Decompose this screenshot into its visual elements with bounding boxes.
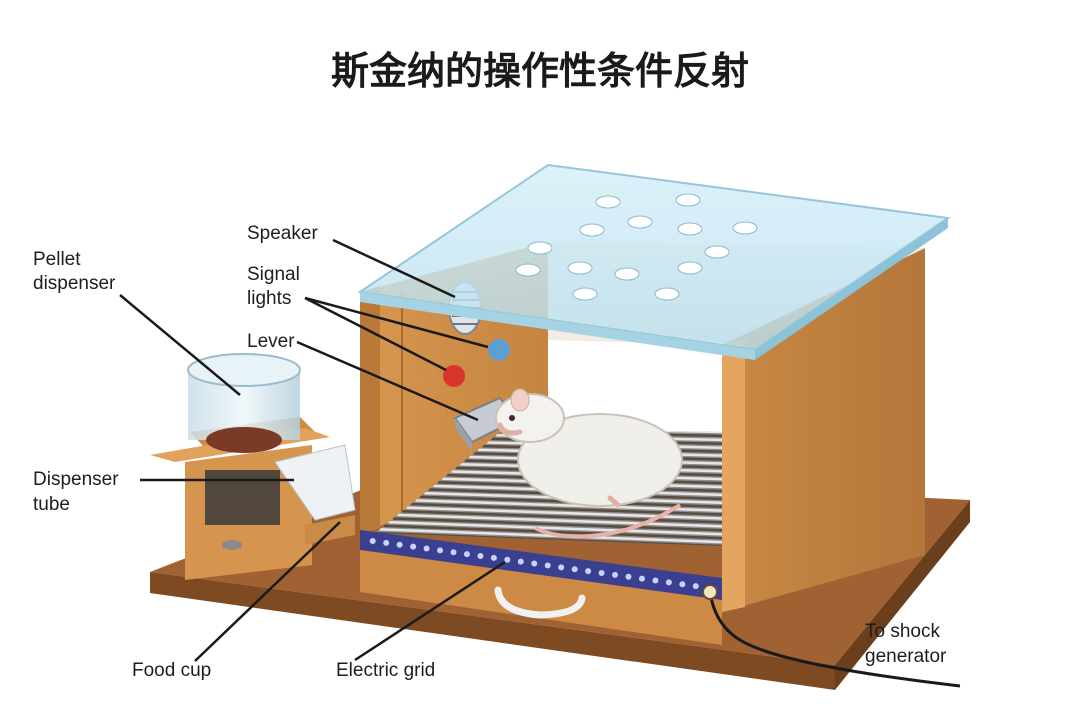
cable-connector	[702, 584, 718, 600]
lid-hole	[677, 222, 703, 236]
lid-hole	[704, 245, 730, 259]
grid-bar	[392, 517, 722, 532]
rail-stud	[692, 583, 699, 590]
grid-bar	[388, 520, 722, 536]
grid-bar	[406, 506, 722, 520]
rail-stud	[437, 547, 444, 554]
leader-lines	[119, 238, 506, 662]
rail-stud	[490, 554, 497, 561]
rail-stud	[638, 575, 645, 582]
label-lever: Lever	[247, 331, 295, 352]
rail-stud	[665, 579, 672, 586]
rail-stud	[423, 545, 430, 552]
lid-hole	[614, 267, 640, 281]
label-speaker: Speaker	[247, 223, 318, 244]
signal-light-blue	[488, 339, 510, 361]
rail-stud	[571, 566, 578, 573]
grid-bar	[379, 528, 722, 544]
rail-stud	[585, 568, 592, 575]
grid-rail	[360, 530, 722, 600]
grid-bar	[401, 510, 722, 524]
drawer	[360, 550, 722, 645]
rail-stud	[369, 537, 376, 544]
signal-light-red	[443, 365, 465, 387]
lid-hole	[579, 223, 605, 237]
label-electric-grid: Electric grid	[336, 660, 436, 681]
rail-stud	[598, 569, 605, 576]
lid-hole	[677, 261, 703, 275]
rail-stud	[517, 558, 524, 565]
rat	[495, 388, 683, 539]
label-food-cup: Food cup	[132, 660, 212, 681]
rail-stud	[679, 581, 686, 588]
rail-stud	[383, 539, 390, 546]
rail-stud	[612, 571, 619, 578]
label-dispenser-tube-line1: Dispenser	[33, 469, 119, 490]
rail-stud	[504, 556, 511, 563]
lid-hole	[675, 193, 701, 207]
rail-stud	[450, 549, 457, 556]
rail-stud	[477, 553, 484, 560]
rail-stud	[558, 564, 565, 571]
rail-stud	[544, 562, 551, 569]
lid-hole	[732, 221, 758, 235]
grid-bar	[383, 524, 722, 540]
lid-hole	[527, 241, 553, 255]
rail-stud	[463, 551, 470, 558]
grid-bar	[397, 513, 722, 528]
rail-stud	[652, 577, 659, 584]
lid-hole	[654, 287, 680, 301]
rail-stud	[625, 573, 632, 580]
lid-hole	[627, 215, 653, 229]
label-dispenser-tube-line2: tube	[33, 494, 70, 515]
lid-hole	[572, 287, 598, 301]
rail-stud	[396, 541, 403, 548]
lid-hole	[515, 263, 541, 277]
label-signal-lights-line2: lights	[247, 288, 292, 309]
label-to-shock-generator-line2: generator	[865, 646, 947, 667]
lid-hole	[595, 195, 621, 209]
rail-stud	[410, 543, 417, 550]
label-to-shock-generator-line1: To shock	[865, 621, 940, 642]
glass-lid	[357, 163, 951, 360]
label-signal-lights-line1: Signal	[247, 264, 300, 285]
lid-hole	[567, 261, 593, 275]
label-pellet-dispenser-line1: Pellet	[33, 249, 81, 270]
label-pellet-dispenser-line2: dispenser	[33, 273, 116, 294]
rail-stud	[531, 560, 538, 567]
diagram-title: 斯金纳的操作性条件反射	[330, 49, 749, 93]
shock-cable	[708, 591, 961, 688]
